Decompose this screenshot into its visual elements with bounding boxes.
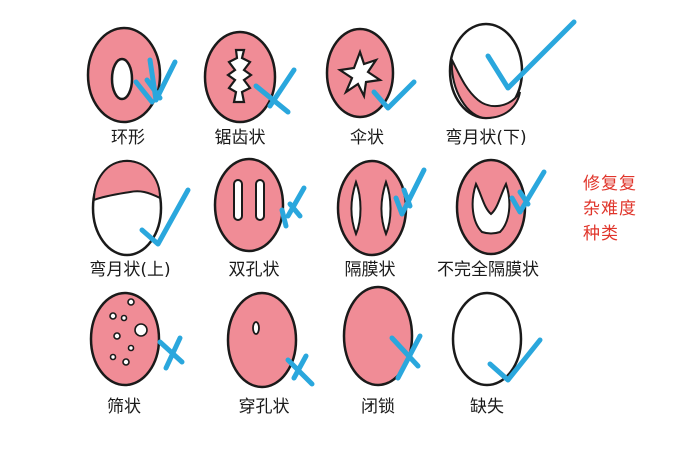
- label-double-hole: 双孔状: [229, 260, 280, 280]
- crescent-lower-tissue: [450, 56, 521, 120]
- septate-opening-left: [350, 179, 362, 237]
- cell-crescent-upper: 弯月状(上): [89, 159, 191, 280]
- label-crescent-lower: 弯月状(下): [445, 128, 526, 148]
- side-note-line-2: 杂难度: [583, 199, 637, 219]
- side-note-line-3: 种类: [583, 224, 619, 244]
- cribriform-openings: [109, 298, 148, 366]
- umbrella-opening: [336, 48, 384, 100]
- umbrella-check-icon: [371, 79, 417, 111]
- label-cribriform: 筛状: [107, 397, 141, 417]
- double-hole-opening-left: [233, 179, 243, 221]
- double-hole-membrane: [213, 157, 285, 253]
- cribriform-opening: [120, 314, 128, 322]
- perforated-cross-icon: [285, 353, 315, 387]
- imperforate-cross-icon: [389, 333, 423, 381]
- crescent-upper-tissue: [92, 159, 162, 202]
- cell-double-hole: 双孔状: [213, 157, 307, 280]
- cribriform-opening: [109, 353, 117, 361]
- cribriform-opening: [127, 344, 135, 352]
- serrated-opening: [226, 48, 253, 104]
- label-imperforate: 闭锁: [361, 397, 395, 417]
- incomplete-septate-check-icon: [509, 169, 547, 215]
- cell-serrated: 锯齿状: [203, 30, 297, 148]
- label-perforated: 穿孔状: [239, 397, 290, 417]
- label-incomplete-septate: 不完全隔膜状: [437, 260, 539, 280]
- absent-check-icon: [487, 337, 543, 383]
- cribriform-membrane: [89, 291, 161, 387]
- absent-outline: [451, 291, 523, 387]
- label-serrated: 锯齿状: [215, 128, 266, 148]
- cell-perforated: 穿孔状: [226, 291, 315, 417]
- label-ring: 环形: [111, 128, 145, 148]
- perforated-opening: [252, 321, 260, 335]
- serrated-cross-icon: [253, 67, 297, 115]
- cribriform-cross-icon: [157, 335, 185, 371]
- cell-imperforate: 闭锁: [342, 285, 423, 417]
- septate-check-icon: [393, 167, 427, 217]
- label-crescent-upper: 弯月状(上): [89, 260, 170, 280]
- double-hole-opening-right: [255, 179, 265, 221]
- cell-absent: 缺失: [451, 291, 543, 417]
- cell-ring: 环形: [86, 26, 178, 148]
- cribriform-opening: [122, 358, 130, 366]
- cell-incomplete-septate: 不完全隔膜状: [437, 158, 547, 280]
- perforated-membrane: [226, 291, 298, 389]
- septate-opening-right: [380, 179, 392, 237]
- cell-cribriform: 筛状: [89, 291, 185, 417]
- cribriform-opening: [134, 323, 148, 337]
- cribriform-opening: [109, 312, 117, 320]
- repair-difficulty-note: 修复复 杂难度 种类: [583, 172, 683, 247]
- label-septate: 隔膜状: [345, 260, 396, 280]
- cell-septate: 隔膜状: [336, 159, 427, 280]
- septate-membrane: [336, 159, 408, 257]
- double-hole-check-icon: [279, 185, 307, 229]
- crescent-lower-check-icon: [485, 19, 577, 91]
- imperforate-membrane: [342, 285, 414, 387]
- cribriform-opening: [113, 332, 121, 340]
- label-absent: 缺失: [470, 397, 504, 417]
- cell-crescent-lower: 弯月状(下): [445, 19, 577, 148]
- label-umbrella: 伞状: [350, 128, 384, 148]
- incomplete-septate-opening: [471, 181, 511, 235]
- cribriform-opening: [127, 298, 135, 306]
- side-note-line-1: 修复复: [583, 174, 637, 194]
- cell-umbrella: 伞状: [325, 27, 417, 148]
- ring-opening: [110, 57, 134, 101]
- crescent-upper-check-icon: [139, 187, 191, 247]
- ring-check-icon: [133, 57, 178, 105]
